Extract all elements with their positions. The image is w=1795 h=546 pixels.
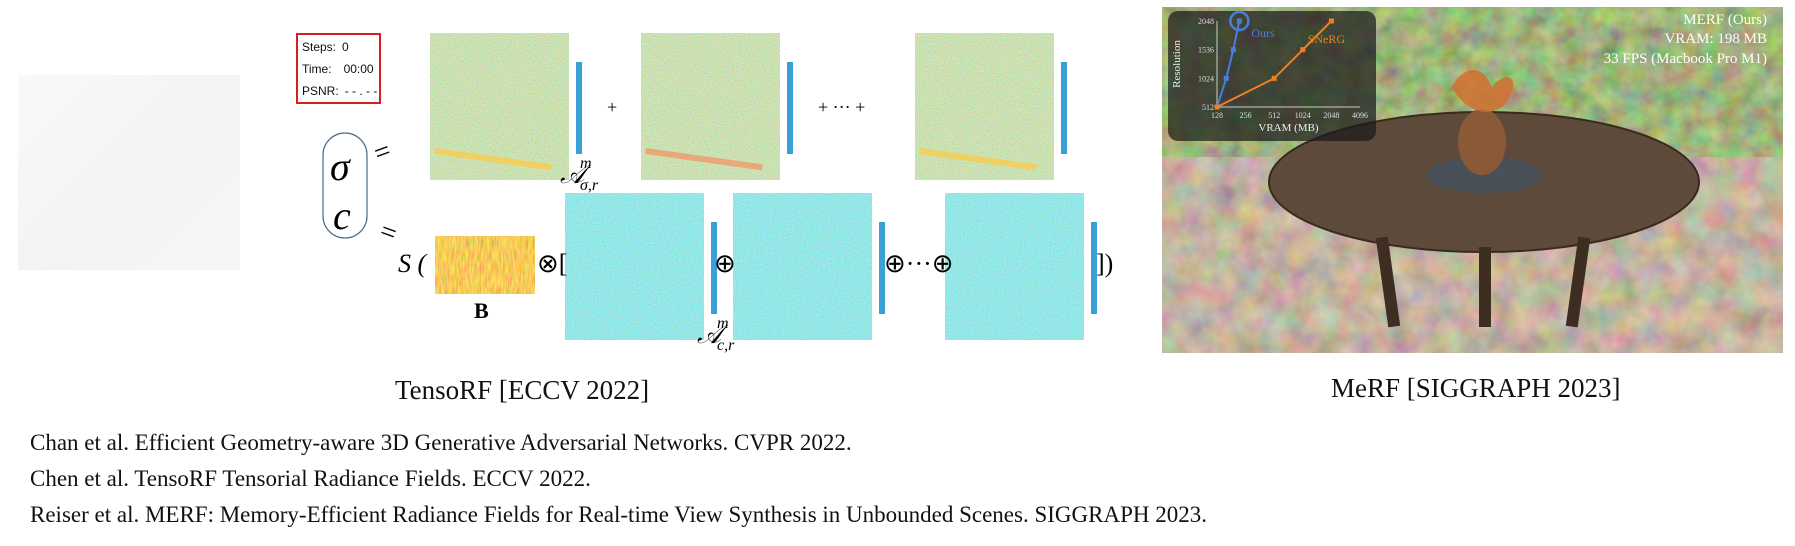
x-tick-label: 4096: [1352, 111, 1368, 120]
series-point-snerg: [1272, 76, 1277, 81]
otimes-bracket: ⊗[: [537, 249, 567, 278]
y-tick-label: 1024: [1198, 74, 1214, 83]
merf-method-label: MERF (Ours): [1683, 12, 1767, 29]
x-axis-label: VRAM (MB): [1258, 122, 1319, 134]
equals-sigma: =: [370, 135, 395, 170]
sigma-tensor-2: [641, 33, 793, 180]
A-sigma-sup: m: [580, 155, 592, 172]
sigma-symbol: σ: [330, 144, 351, 189]
vase: [1458, 109, 1506, 175]
series-point-snerg: [1329, 19, 1334, 24]
x-tick-label: 256: [1240, 111, 1252, 120]
merf-vram-label: VRAM: 198 MB: [1664, 31, 1767, 48]
x-tick-label: 128: [1211, 111, 1223, 120]
equals-c: =: [376, 215, 401, 250]
plus-sign: +: [607, 97, 617, 117]
series-point-ours: [1237, 19, 1242, 24]
S-function-open: S (: [398, 249, 428, 278]
c-symbol: c: [333, 193, 351, 238]
x-tick-label: 512: [1268, 111, 1280, 120]
B-label: B: [474, 298, 489, 323]
y-tick-label: 512: [1202, 103, 1214, 112]
y-axis-label: Resolution: [1171, 40, 1183, 88]
oplus-sign: ⊕: [714, 249, 736, 278]
basis-matrix-B: [435, 236, 535, 294]
color-tensor-1: [565, 193, 717, 340]
y-tick-label: 1536: [1198, 46, 1214, 55]
reference-3: Reiser et al. MERF: Memory-Efficient Rad…: [30, 502, 1207, 528]
tensorf-figure: σ c = = + + ··· + S ( B ⊗[ ⊕ ⊕···⊕ ]) 𝒜 …: [0, 0, 1160, 360]
series-point-ours: [1231, 47, 1236, 52]
color-tensor-3: [945, 193, 1097, 340]
series-label-snerg: SNeRG: [1308, 32, 1346, 46]
x-tick-label: 1024: [1295, 111, 1311, 120]
series-point-snerg: [1215, 105, 1220, 110]
oplus-ellipsis: ⊕···⊕: [884, 249, 954, 278]
reference-2: Chen et al. TensoRF Tensorial Radiance F…: [30, 466, 591, 492]
tensorf-caption: TensoRF [ECCV 2022]: [395, 375, 649, 406]
series-label-ours: Ours: [1251, 26, 1275, 40]
reference-1: Chan et al. Efficient Geometry-aware 3D …: [30, 430, 852, 456]
plus-ellipsis: + ··· +: [818, 97, 865, 117]
merf-fps-label: 33 FPS (Macbook Pro M1): [1604, 51, 1767, 68]
y-tick-label: 2048: [1198, 17, 1214, 26]
close-bracket: ]): [1096, 249, 1113, 278]
sigma-tensor-3: [915, 33, 1067, 180]
series-point-ours: [1224, 76, 1229, 81]
sigma-tensor-1: [430, 33, 582, 180]
merf-caption: MeRF [SIGGRAPH 2023]: [1331, 373, 1621, 404]
A-c-sub: c,r: [717, 337, 735, 354]
color-tensor-2: [733, 193, 885, 340]
A-c-sup: m: [717, 315, 729, 332]
A-sigma-sub: σ,r: [580, 177, 599, 194]
x-tick-label: 2048: [1323, 111, 1339, 120]
series-point-snerg: [1300, 47, 1305, 52]
